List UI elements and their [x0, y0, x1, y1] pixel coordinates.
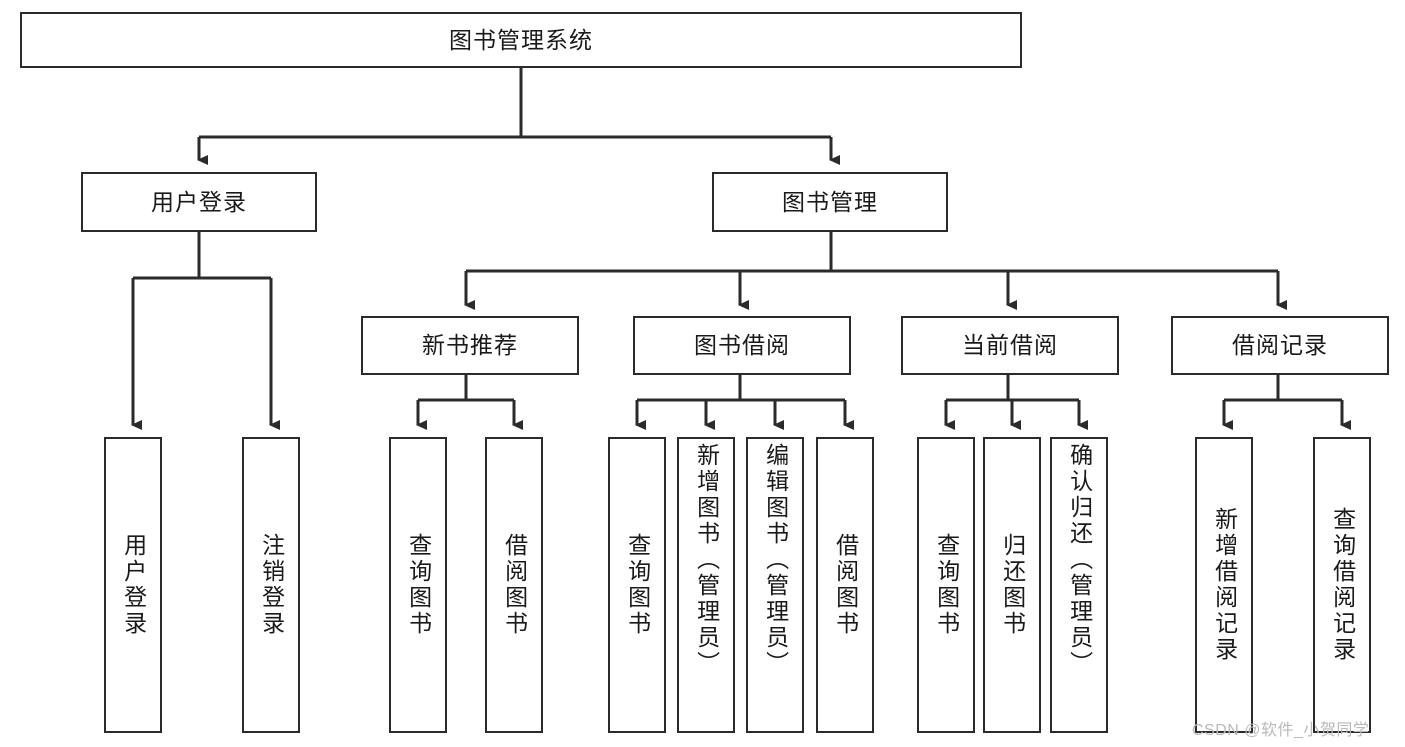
- node-leaf-query-book-1-label: 查询图书: [405, 533, 432, 637]
- node-leaf-borrow-book-1[interactable]: 借阅图书: [485, 437, 543, 733]
- node-book-management-label: 图书管理: [782, 188, 878, 215]
- node-leaf-edit-book-label: 编辑图书（管理员）: [762, 443, 789, 677]
- node-user-login[interactable]: 用户登录: [81, 172, 317, 232]
- node-leaf-return-book-label: 归还图书: [999, 533, 1026, 637]
- node-leaf-query-record[interactable]: 查询借阅记录: [1313, 437, 1371, 733]
- node-current-borrow[interactable]: 当前借阅: [901, 316, 1119, 375]
- node-borrow-record-label: 借阅记录: [1232, 332, 1328, 359]
- node-leaf-query-record-label: 查询借阅记录: [1329, 507, 1356, 663]
- node-leaf-borrow-book-2[interactable]: 借阅图书: [816, 437, 874, 733]
- node-leaf-add-record[interactable]: 新增借阅记录: [1195, 437, 1253, 733]
- node-leaf-borrow-book-2-label: 借阅图书: [832, 533, 859, 637]
- node-leaf-query-book-1[interactable]: 查询图书: [389, 437, 447, 733]
- node-leaf-query-book-2-label: 查询图书: [624, 533, 651, 637]
- node-leaf-edit-book[interactable]: 编辑图书（管理员）: [746, 437, 804, 733]
- node-book-borrow[interactable]: 图书借阅: [633, 316, 851, 375]
- node-new-book-recommend[interactable]: 新书推荐: [361, 316, 579, 375]
- node-leaf-user-logout-label: 注销登录: [258, 533, 285, 637]
- node-book-borrow-label: 图书借阅: [694, 332, 790, 359]
- node-leaf-user-login[interactable]: 用户登录: [104, 437, 162, 733]
- node-leaf-borrow-book-1-label: 借阅图书: [501, 533, 528, 637]
- node-new-book-recommend-label: 新书推荐: [422, 332, 518, 359]
- node-user-login-label: 用户登录: [151, 188, 247, 215]
- node-leaf-user-logout[interactable]: 注销登录: [242, 437, 300, 733]
- node-leaf-query-book-3[interactable]: 查询图书: [917, 437, 975, 733]
- node-leaf-return-book[interactable]: 归还图书: [983, 437, 1041, 733]
- node-borrow-record[interactable]: 借阅记录: [1171, 316, 1389, 375]
- node-leaf-confirm-return[interactable]: 确认归还（管理员）: [1050, 437, 1108, 733]
- node-leaf-query-book-3-label: 查询图书: [933, 533, 960, 637]
- node-leaf-add-book-label: 新增图书（管理员）: [693, 443, 720, 677]
- node-root-label: 图书管理系统: [449, 26, 593, 53]
- node-leaf-query-book-2[interactable]: 查询图书: [608, 437, 666, 733]
- node-leaf-add-book[interactable]: 新增图书（管理员）: [677, 437, 735, 733]
- node-current-borrow-label: 当前借阅: [962, 332, 1058, 359]
- node-book-management[interactable]: 图书管理: [712, 172, 948, 232]
- node-leaf-user-login-label: 用户登录: [120, 533, 147, 637]
- csdn-watermark: CSDN @软件_小贺同学: [1192, 722, 1370, 739]
- node-root[interactable]: 图书管理系统: [20, 12, 1022, 68]
- node-leaf-confirm-return-label: 确认归还（管理员）: [1066, 443, 1093, 677]
- node-leaf-add-record-label: 新增借阅记录: [1211, 507, 1238, 663]
